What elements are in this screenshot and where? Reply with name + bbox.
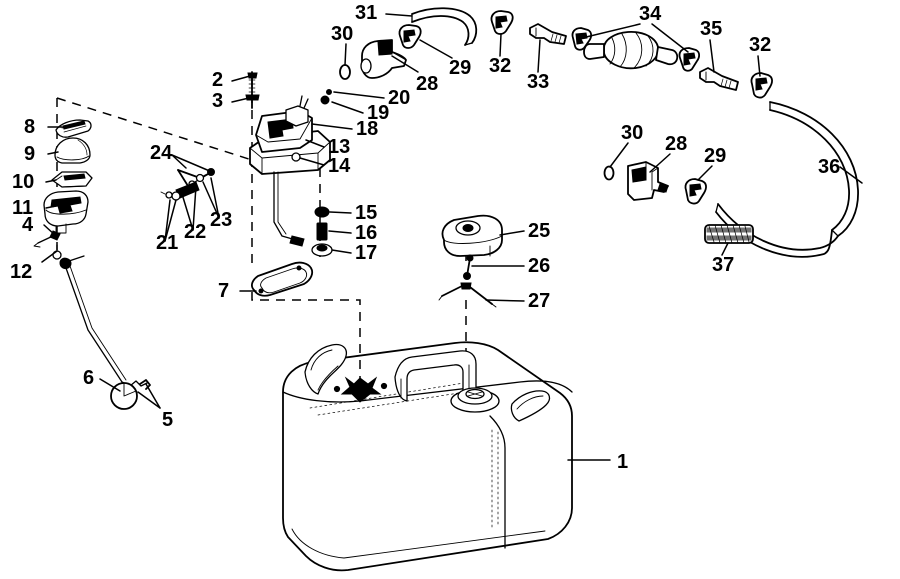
callout-22: 22	[184, 221, 207, 243]
callout-8: 8	[24, 116, 36, 138]
left-parts-stack	[33, 119, 93, 260]
callout-6: 6	[83, 367, 95, 389]
callout-24: 24	[150, 142, 173, 164]
callout-25: 25	[528, 220, 551, 242]
part-16-spring-pin	[316, 222, 328, 241]
callout-5: 5	[162, 409, 174, 431]
callout-29: 29	[449, 57, 472, 79]
callout-18: 18	[356, 118, 379, 140]
callout-14: 14	[328, 155, 351, 177]
callout-34: 34	[639, 3, 662, 25]
callout-28: 28	[416, 73, 439, 95]
leader-lines	[41, 13, 863, 461]
tank-filler-neck	[450, 387, 500, 413]
top-connector-row	[339, 7, 567, 80]
pickup-tube-assembly	[59, 255, 151, 410]
callout-32b: 32	[749, 34, 772, 56]
callout-7: 7	[218, 280, 230, 302]
fuel-tank-artwork	[282, 341, 573, 572]
fuel-cap-assembly	[438, 214, 503, 308]
part-35-nipple	[699, 67, 739, 91]
callout-13: 13	[328, 136, 351, 158]
callout-32: 32	[489, 55, 512, 77]
callout-30b: 30	[621, 122, 644, 144]
callout-31: 31	[355, 2, 378, 24]
callout-21: 21	[156, 232, 179, 254]
callout-3: 3	[212, 90, 224, 112]
part-29-hose-clamp-top	[398, 24, 422, 49]
part-29-hose-clamp-b	[684, 178, 707, 205]
callout-33: 33	[527, 71, 550, 93]
callout-11: 11	[12, 197, 34, 219]
part-15-gasket-oval	[314, 206, 330, 218]
callout-35: 35	[700, 18, 723, 40]
callout-4: 4	[22, 214, 34, 236]
part-10-retainer-bracket	[51, 171, 93, 188]
part-32-clamp-a	[490, 10, 514, 35]
part-30-oring-b	[603, 165, 615, 181]
part-8-cover-plate	[55, 119, 92, 138]
part-28-connector-b	[627, 161, 669, 201]
callout-17: 17	[355, 242, 378, 264]
part-34-clamp-right	[678, 47, 701, 72]
lower-connector-group	[603, 161, 707, 205]
part-11-fitting-body	[43, 190, 89, 234]
linkage-assembly	[160, 168, 215, 201]
part-37-spring	[704, 224, 754, 244]
callout-10: 10	[12, 171, 35, 193]
callout-30: 30	[331, 23, 354, 45]
small-parts-15-16-17	[311, 206, 333, 257]
primer-bulb-group	[571, 27, 773, 99]
part-33-nipple	[529, 23, 567, 45]
part-7-gasket	[251, 261, 314, 297]
callout-9: 9	[24, 143, 36, 165]
callout-36: 36	[818, 156, 841, 178]
screws-2-3	[245, 71, 260, 109]
callout-12: 12	[10, 261, 33, 283]
part-12-stud-pin	[52, 244, 62, 260]
callout-1: 1	[617, 451, 629, 473]
part-32-clamp-b	[750, 72, 773, 99]
callout-2: 2	[212, 69, 224, 91]
callout-37: 37	[712, 254, 735, 276]
part-4-screw-small	[33, 230, 61, 248]
callout-15: 15	[355, 202, 378, 224]
callout-20: 20	[388, 87, 411, 109]
part-17-cap-nut	[311, 243, 333, 257]
tank-top-fitting	[333, 376, 388, 403]
callout-19: 19	[367, 102, 390, 124]
callout-29b: 29	[704, 145, 727, 167]
part-9-cap-seal	[54, 137, 91, 164]
callout-27: 27	[528, 290, 551, 312]
callout-16: 16	[355, 222, 378, 244]
callout-26: 26	[528, 255, 551, 277]
callout-28b: 28	[665, 133, 688, 155]
callout-23: 23	[210, 209, 233, 231]
